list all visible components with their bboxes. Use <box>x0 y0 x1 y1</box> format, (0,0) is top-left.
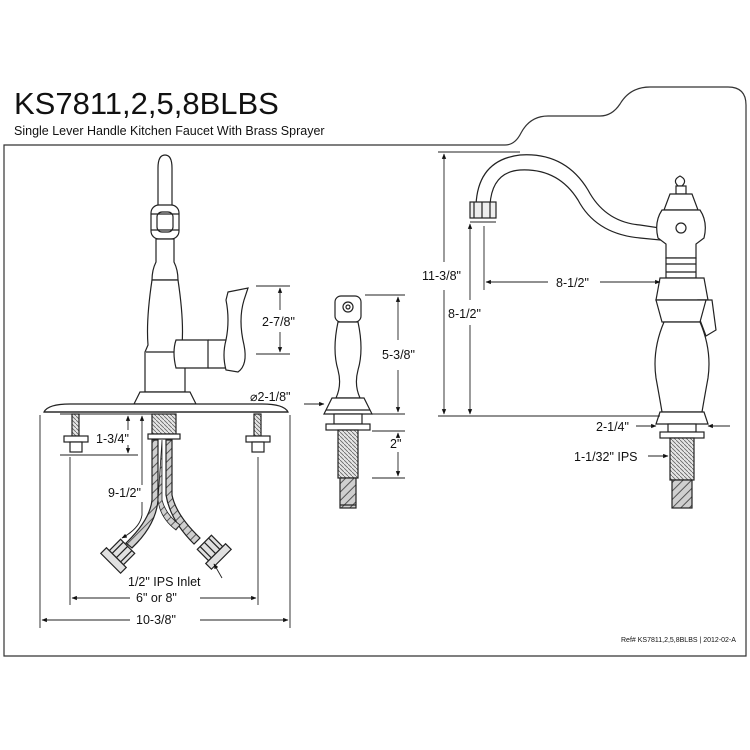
sprayer-view <box>323 295 373 509</box>
label-plate-width: 10-3/8" <box>136 613 176 627</box>
hose-right <box>165 439 201 545</box>
front-collar <box>150 204 180 240</box>
side-dimensions <box>438 151 730 459</box>
sprayer-handle <box>334 321 362 399</box>
label-side-ips: 1-1/32" IPS <box>574 450 638 464</box>
front-view <box>43 154 289 575</box>
hose-middle <box>157 439 181 531</box>
model-title: KS7811,2,5,8BLBS <box>14 86 279 121</box>
product-description: Single Lever Handle Kitchen Faucet With … <box>14 124 325 138</box>
sheet-frame <box>3 86 747 657</box>
side-spout <box>475 154 661 241</box>
side-view <box>469 154 717 509</box>
label-inlet: 1/2" IPS Inlet <box>128 575 201 589</box>
front-body <box>144 279 186 393</box>
label-spout-clearance: 8-1/2" <box>448 307 481 321</box>
label-hose-length: 9-1/2" <box>108 486 141 500</box>
front-spout <box>157 154 173 205</box>
reference-number: Ref# KS7811,2,5,8BLBS | 2012-02-A <box>621 637 736 644</box>
dimension-labels: 2-7/8" 1-3/4" 9-1/2" 1/2" IPS Inlet 6" o… <box>96 269 638 627</box>
hose-left <box>125 439 159 549</box>
front-deck-plate <box>43 403 289 413</box>
label-side-base: 2-1/4" <box>596 420 629 434</box>
label-overall-height: 11-3/8" <box>422 269 461 283</box>
label-handle-height: 2-7/8" <box>262 315 295 329</box>
label-sprayer-shank: 2" <box>390 437 401 451</box>
label-spread: 6" or 8" <box>136 591 177 605</box>
label-sprayer-diameter: ⌀2-1/8" <box>250 390 290 404</box>
label-spout-reach: 8-1/2" <box>556 276 589 290</box>
front-handle-lever <box>223 287 249 373</box>
front-dimensions <box>39 285 291 628</box>
label-sprayer-height: 5-3/8" <box>382 348 415 362</box>
side-body <box>656 209 706 259</box>
label-shank-length: 1-3/4" <box>96 432 129 446</box>
sprayer-dimensions <box>304 294 405 479</box>
front-handle-base <box>173 339 209 369</box>
